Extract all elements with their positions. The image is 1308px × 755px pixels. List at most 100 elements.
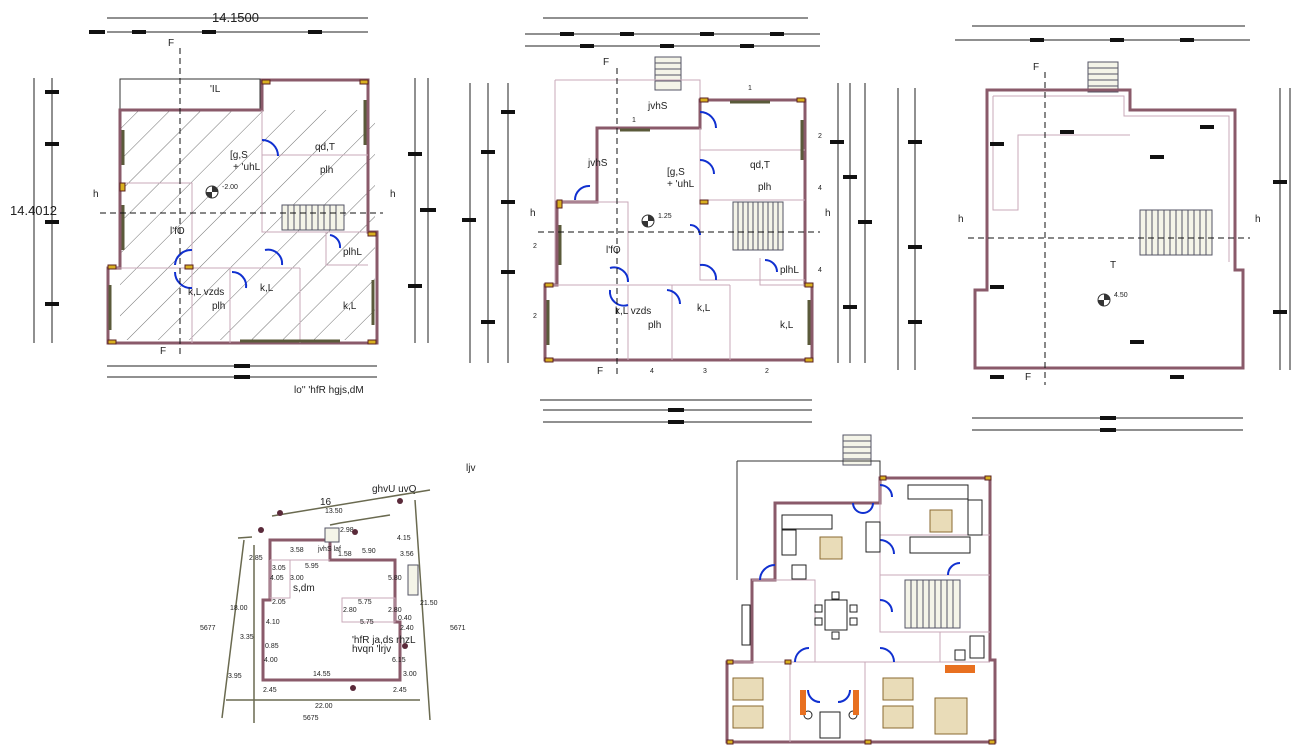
svg-text:2.85: 2.85 (249, 555, 263, 562)
plan-caption: lo'' 'hfR hgjs,dM (294, 385, 364, 396)
sofa-set (907, 484, 983, 554)
svg-text:2.05: 2.05 (272, 599, 286, 606)
section-mark: h (958, 214, 964, 225)
svg-text:plh: plh (648, 320, 661, 331)
section-mark: h (390, 189, 396, 200)
svg-text:1: 1 (632, 117, 636, 124)
svg-text:3.00: 3.00 (403, 671, 417, 678)
svg-text:2.40: 2.40 (400, 625, 414, 632)
svg-text:3.95: 3.95 (228, 673, 242, 680)
columns (544, 97, 814, 363)
svg-text:2.45: 2.45 (393, 687, 407, 694)
top-dimension-label: 14.1500 (212, 10, 259, 25)
svg-text:-2.00: -2.00 (222, 184, 238, 191)
svg-text:0.85: 0.85 (265, 643, 279, 650)
section-mark: F (1025, 372, 1031, 383)
svg-text:2.80: 2.80 (343, 607, 357, 614)
svg-text:+ 'uhL: + 'uhL (233, 162, 261, 173)
svg-text:14.55: 14.55 (313, 671, 331, 678)
svg-text:4.10: 4.10 (266, 619, 280, 626)
beds (732, 677, 968, 735)
svg-text:22.00: 22.00 (315, 703, 333, 710)
svg-text:2.80: 2.80 (388, 607, 402, 614)
svg-text:2: 2 (765, 368, 769, 375)
stair (281, 204, 345, 231)
svg-text:4: 4 (818, 267, 822, 274)
room-label: s,dm (293, 583, 315, 594)
svg-text:3.05: 3.05 (272, 565, 286, 572)
dimension-lines (462, 17, 872, 424)
site-dimensions: 13.50 2.98 4.15 3.58 1.58 5.90 2.85 5.95… (228, 508, 438, 710)
section-mark: h (1255, 214, 1261, 225)
svg-text:plh: plh (320, 165, 333, 176)
svg-text:5.75: 5.75 (360, 619, 374, 626)
entrance-stair (654, 56, 682, 91)
section-mark: h (825, 208, 831, 219)
first-floor-plan: 1 1 2 2 2 3 4 4 4 2 F F h h 1.25 jvhS jv… (462, 17, 872, 424)
svg-text:l'fO: l'fO (170, 226, 185, 237)
svg-text:'IL: 'IL (210, 84, 221, 95)
svg-text:1: 1 (748, 85, 752, 92)
tree-markers (258, 498, 408, 691)
plot-number: 5677 (200, 625, 216, 632)
level-marker: 1.25 (641, 213, 672, 228)
entrance-stair (842, 434, 872, 466)
svg-text:6.15: 6.15 (392, 657, 406, 664)
plot-number: 5675 (303, 715, 319, 722)
dimension-lines (33, 17, 436, 379)
svg-text:[g,S: [g,S (667, 167, 685, 178)
svg-text:2: 2 (818, 133, 822, 140)
level-marker: -2.00 (205, 184, 238, 199)
svg-text:3.35: 3.35 (240, 634, 254, 641)
svg-text:3.00: 3.00 (290, 575, 304, 582)
room-labels: jvhS jvhS [g,S + 'uhL qd,T plh l'fO k,L … (587, 101, 799, 331)
svg-text:5.95: 5.95 (305, 563, 319, 570)
svg-text:k,L: k,L (780, 320, 794, 331)
svg-text:2: 2 (533, 243, 537, 250)
svg-text:3.58: 3.58 (290, 547, 304, 554)
site-stairs (324, 527, 419, 596)
building-label: 'hfR ja,ds rhzL (352, 635, 416, 646)
level-marker: 4.50 (1097, 292, 1128, 307)
svg-text:1.58: 1.58 (338, 551, 352, 558)
svg-text:4.15: 4.15 (397, 535, 411, 542)
columns (107, 79, 377, 345)
svg-text:plh: plh (212, 301, 225, 312)
svg-text:plhL: plhL (780, 265, 799, 276)
doors (573, 111, 778, 307)
plot-number: 5671 (450, 625, 466, 632)
svg-text:k,L: k,L (343, 301, 357, 312)
roof-plan: F F h h T 4.50 (897, 25, 1291, 432)
svg-text:4.00: 4.00 (264, 657, 278, 664)
columns (726, 475, 996, 745)
svg-text:3.56: 3.56 (400, 551, 414, 558)
svg-text:2.45: 2.45 (263, 687, 277, 694)
svg-text:k,L: k,L (697, 303, 711, 314)
svg-text:4: 4 (650, 368, 654, 375)
svg-text:qd,T: qd,T (750, 160, 770, 171)
svg-text:+ 'uhL: + 'uhL (667, 179, 695, 190)
road-width: 16 (320, 497, 332, 508)
svg-text:0.40: 0.40 (398, 615, 412, 622)
dining-table (814, 591, 858, 640)
section-mark: F (168, 38, 174, 49)
ground-floor-plan: 14.1500 14.4012 (10, 10, 436, 396)
dimension-lines (897, 25, 1291, 432)
site-plan: ljv ghvU uvQ 16 13.50 2.98 4.15 3.58 1.5… (200, 463, 475, 723)
svg-text:4: 4 (818, 185, 822, 192)
svg-text:plhL: plhL (343, 247, 362, 258)
svg-text:5.80: 5.80 (388, 575, 402, 582)
svg-text:18.00: 18.00 (230, 605, 248, 612)
section-mark: F (160, 346, 166, 357)
svg-text:1.25: 1.25 (658, 213, 672, 220)
stair (732, 201, 784, 251)
svg-text:k,L: k,L (260, 283, 274, 294)
svg-text:13.50: 13.50 (325, 508, 343, 515)
bathroom-fixtures (741, 604, 985, 739)
stair (1139, 209, 1213, 256)
section-mark: h (93, 189, 99, 200)
svg-text:3: 3 (703, 368, 707, 375)
room-labels: 'IL [g,S + 'uhL qd,T plh l'fO k,L vzds p… (170, 84, 362, 312)
section-mark: F (1033, 62, 1039, 73)
